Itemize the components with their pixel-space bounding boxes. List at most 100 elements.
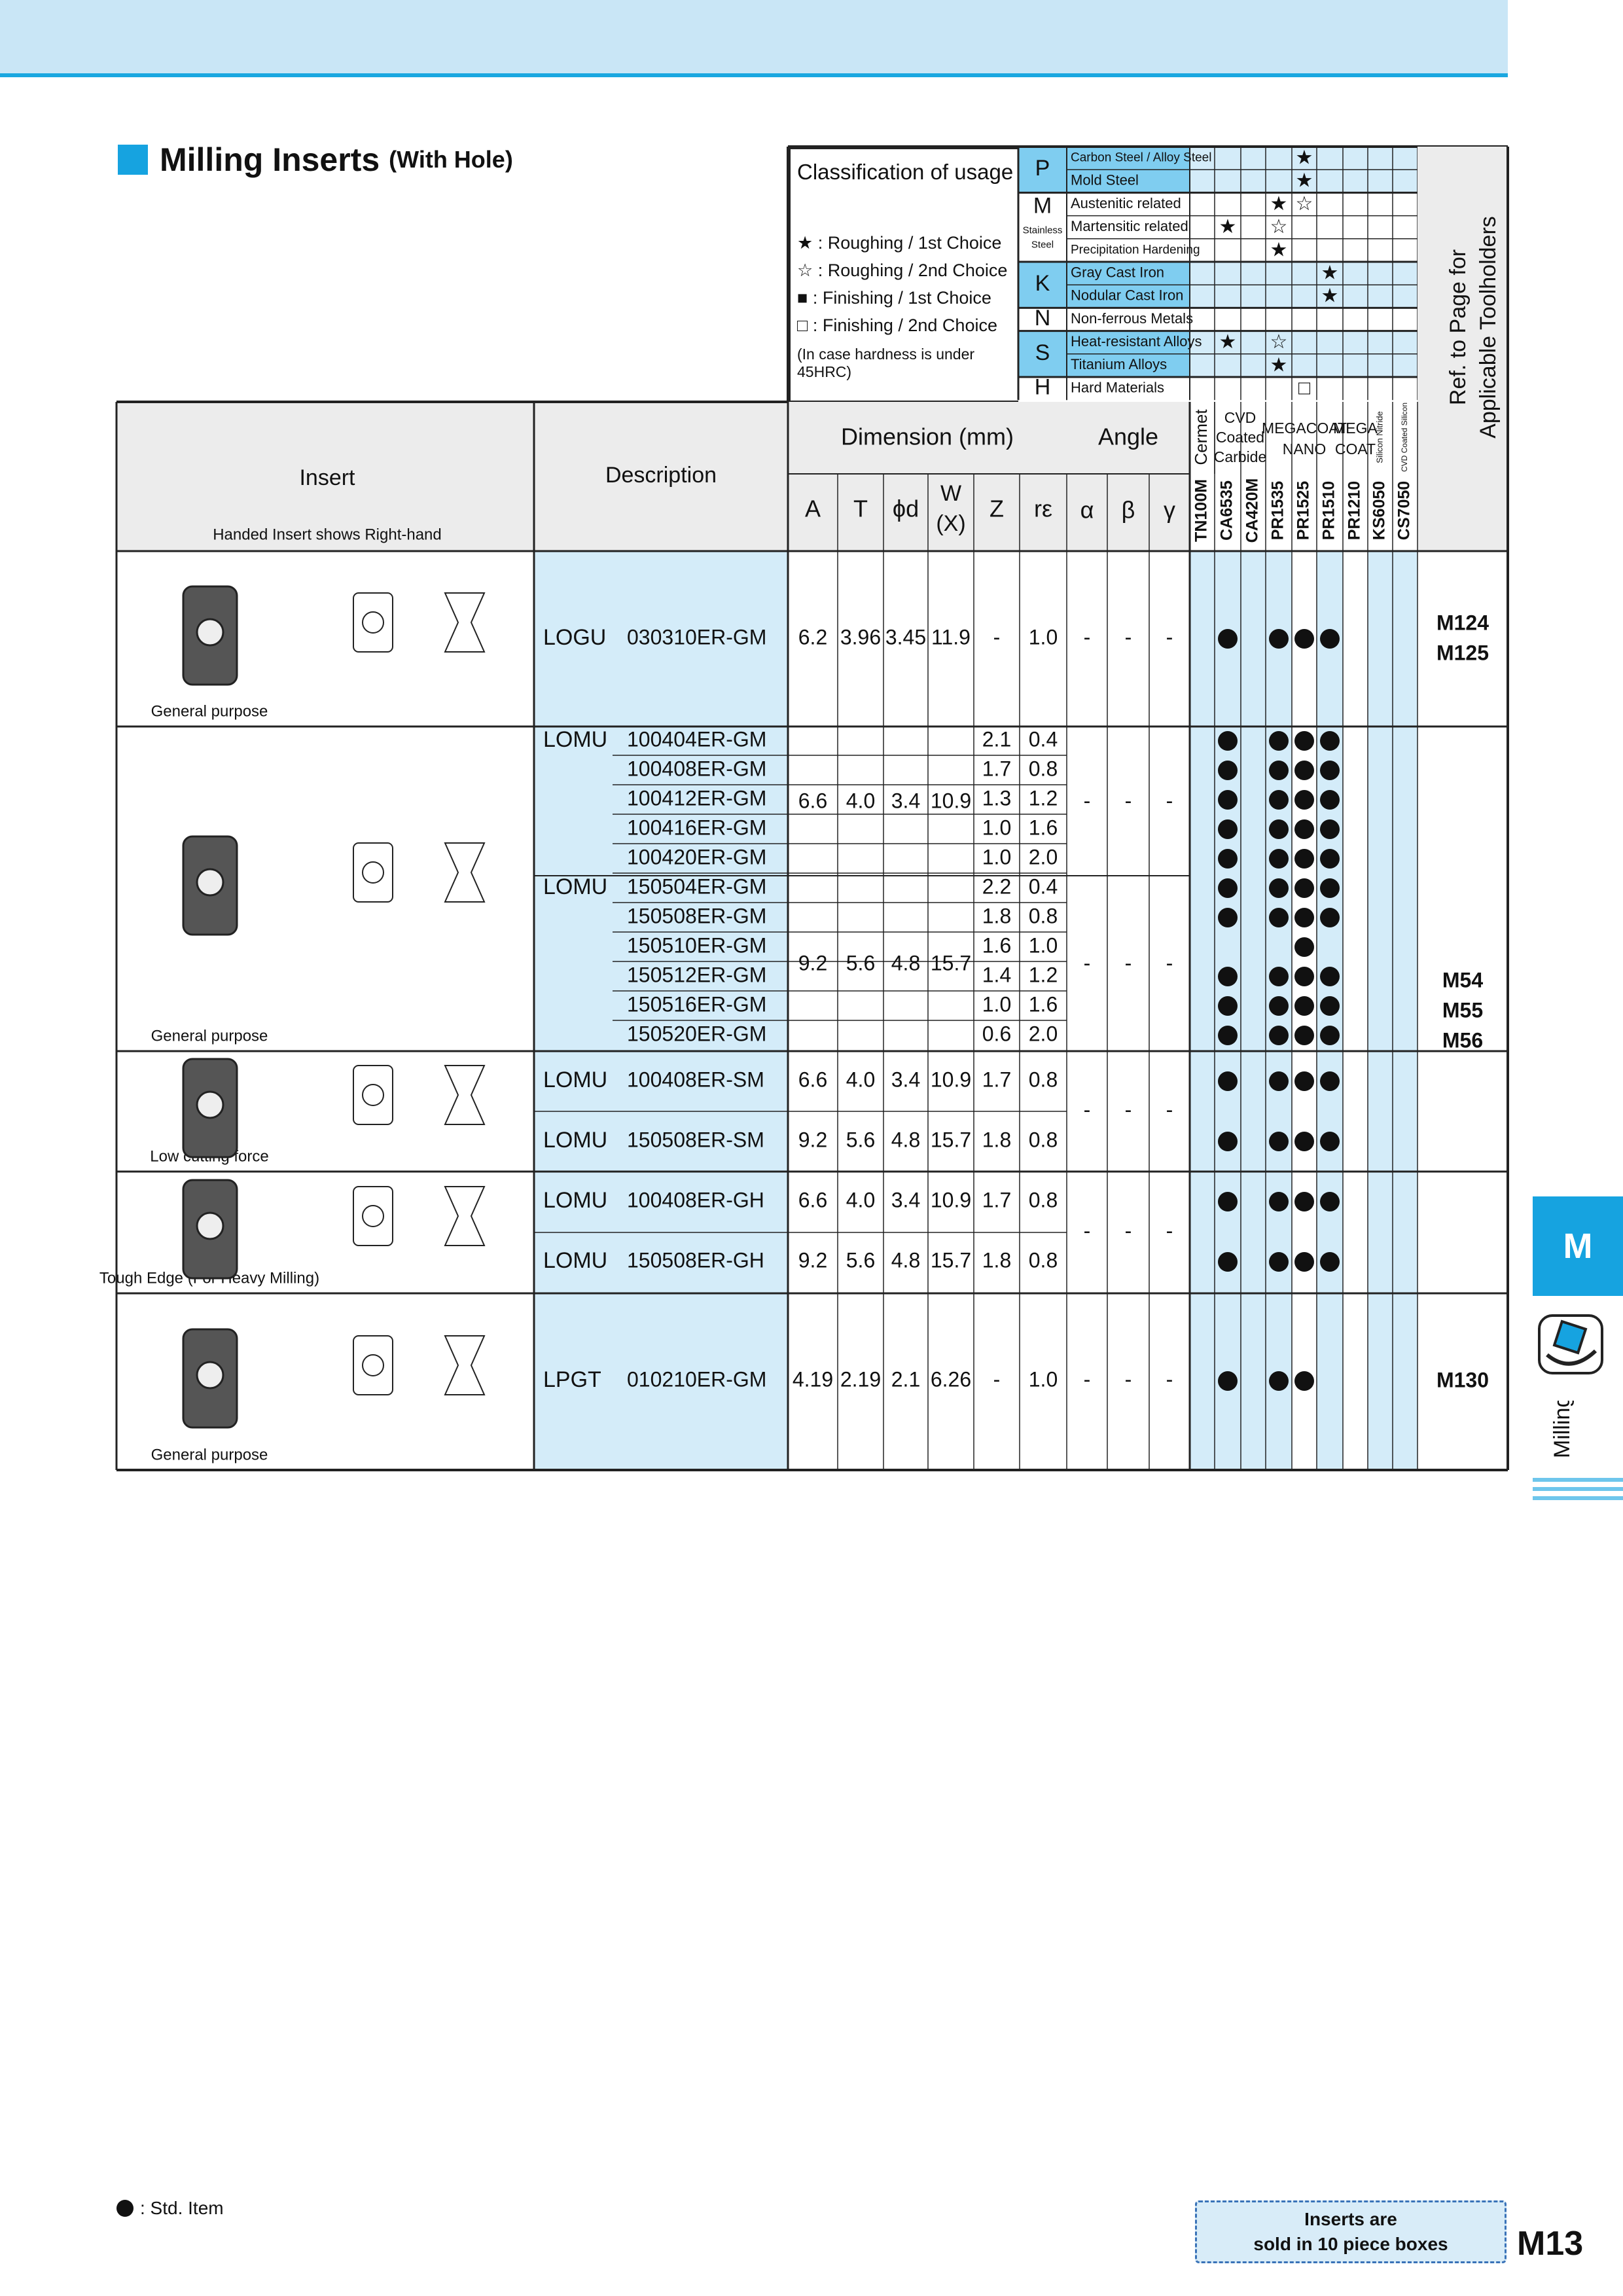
row-dim-Z: 1.4 <box>982 963 1011 986</box>
legend-finishing-1st: ■ : Finishing / 1st Choice <box>797 288 991 308</box>
group-angle: - <box>1166 951 1173 975</box>
usage-mark: ☆ <box>1270 331 1288 353</box>
ref-page: M56 <box>1442 1028 1483 1052</box>
usage-mark: ☆ <box>1270 216 1288 238</box>
row-dim-r: 0.4 <box>1029 727 1058 751</box>
header-ref-2: Applicable Toolholders <box>1476 216 1501 439</box>
row-dim-A: 4.19 <box>793 1367 833 1391</box>
std-item-dot <box>1320 629 1340 649</box>
material-label: Nodular Cast Iron <box>1071 287 1183 304</box>
std-item-dot <box>1218 849 1238 869</box>
grade-header-CS7050: CS7050 <box>1395 481 1414 540</box>
material-cell-highlight <box>1067 170 1190 193</box>
std-item-text: : Std. Item <box>140 2198 224 2218</box>
row-dim-Z: 1.0 <box>982 845 1011 869</box>
row-dim-r: 0.8 <box>1029 1248 1058 1272</box>
material-cell-highlight <box>1067 353 1190 377</box>
row-dim-d: 3.45 <box>885 625 926 649</box>
std-item-dot <box>1218 878 1238 898</box>
row-dim-r: 2.0 <box>1029 845 1058 869</box>
std-item-dot <box>1320 1071 1340 1091</box>
grade-cell-highlight <box>1190 353 1215 377</box>
title-subtitle: (With Hole) <box>389 146 513 173</box>
grade-header-TN100M: TN100M <box>1192 479 1211 542</box>
row-code: 150504ER-GM <box>627 874 766 898</box>
grade-group-si3n4: Silicon Nitride <box>1374 411 1384 463</box>
group-dim-d: 4.8 <box>891 951 920 975</box>
row-dim-r: 0.8 <box>1029 1128 1058 1151</box>
row-angle: - <box>1084 1367 1091 1391</box>
std-item-legend: : Std. Item <box>116 2198 224 2219</box>
grade-cell-highlight <box>1317 285 1343 308</box>
std-item-dot <box>1320 967 1340 986</box>
grade-cell-highlight <box>1393 285 1418 308</box>
milling-side-label: Milling <box>1550 1401 1575 1458</box>
header-insert: Insert <box>299 465 355 490</box>
row-dim-r: 0.4 <box>1029 874 1058 898</box>
row-dim-T: 2.19 <box>840 1367 881 1391</box>
row-angle: - <box>1166 1367 1173 1391</box>
header-col-angle: α <box>1080 497 1094 524</box>
std-item-dot <box>1320 1192 1340 1211</box>
std-item-dot <box>1320 1252 1340 1272</box>
std-item-dot <box>1269 1132 1289 1151</box>
std-item-dot <box>1294 1132 1314 1151</box>
header-col-angle: β <box>1122 497 1135 524</box>
insert-hole <box>196 1211 224 1240</box>
row-dim-d: 2.1 <box>891 1367 920 1391</box>
grade-cell-highlight <box>1241 147 1266 170</box>
group-dim-T: 4.0 <box>846 789 875 812</box>
row-code: 100408ER-GH <box>627 1188 764 1211</box>
row-series: LOMU <box>543 727 607 752</box>
row-dim-Z: 1.7 <box>982 1188 1011 1211</box>
grade-cell-highlight <box>1343 285 1368 308</box>
header-ref-bg <box>1418 147 1508 551</box>
material-code-sub: Stainless <box>1023 224 1063 236</box>
std-item-dot <box>1269 849 1289 869</box>
row-code: 100416ER-GM <box>627 816 766 839</box>
std-item-dot <box>1320 849 1340 869</box>
row-dim-r: 0.8 <box>1029 1067 1058 1091</box>
material-label: Hard Materials <box>1071 379 1164 395</box>
group-angle: - <box>1166 789 1173 812</box>
side-stripes <box>1533 1478 1623 1505</box>
row-dim-r: 0.8 <box>1029 757 1058 780</box>
group-angle: - <box>1125 789 1132 812</box>
material-code-S: S <box>1035 340 1050 365</box>
grade-cell-highlight <box>1266 285 1292 308</box>
section-angle: - <box>1084 1098 1091 1121</box>
grade-cell-highlight <box>1368 147 1393 170</box>
std-item-dot <box>1320 878 1340 898</box>
grade-header-CA420M: CA420M <box>1243 478 1262 543</box>
insert-drawing <box>353 1335 393 1395</box>
row-code: 150516ER-GM <box>627 992 766 1016</box>
legend-finishing-2nd: □ : Finishing / 2nd Choice <box>797 315 997 335</box>
grade-cell-highlight <box>1368 331 1393 354</box>
section-tab-m[interactable]: M <box>1533 1196 1623 1296</box>
insert-hole <box>196 868 224 897</box>
row-dim-d: 3.4 <box>891 1188 920 1211</box>
row-dim-T: 3.96 <box>840 625 881 649</box>
row-dim-Z: 1.7 <box>982 1067 1011 1091</box>
page-number: M13 <box>1517 2225 1584 2263</box>
grade-group-cermet: Cermet <box>1191 409 1211 465</box>
row-dim-r: 1.0 <box>1029 1367 1058 1391</box>
usage-mark: ★ <box>1321 262 1339 284</box>
grade-cell-highlight <box>1292 262 1317 285</box>
row-dim-r: 1.0 <box>1029 933 1058 957</box>
row-series: LPGT <box>543 1367 601 1392</box>
std-item-dot <box>1269 1252 1289 1272</box>
grade-cell-highlight <box>1368 285 1393 308</box>
row-dim-W: 10.9 <box>931 1067 971 1091</box>
header-col-A: A <box>805 495 821 522</box>
grade-cell-highlight <box>1241 353 1266 377</box>
row-dim-r: 2.0 <box>1029 1022 1058 1045</box>
group-dim-A: 9.2 <box>798 951 827 975</box>
std-item-dot <box>1218 731 1238 751</box>
legend-hardness-note: (In case hardness is under 45HRC) <box>797 346 975 380</box>
row-dim-d: 3.4 <box>891 1067 920 1091</box>
row-angle: - <box>1166 625 1173 649</box>
row-dim-A: 6.6 <box>798 1067 827 1091</box>
usage-mark: ★ <box>1219 216 1237 238</box>
std-item-dot <box>1269 1071 1289 1091</box>
